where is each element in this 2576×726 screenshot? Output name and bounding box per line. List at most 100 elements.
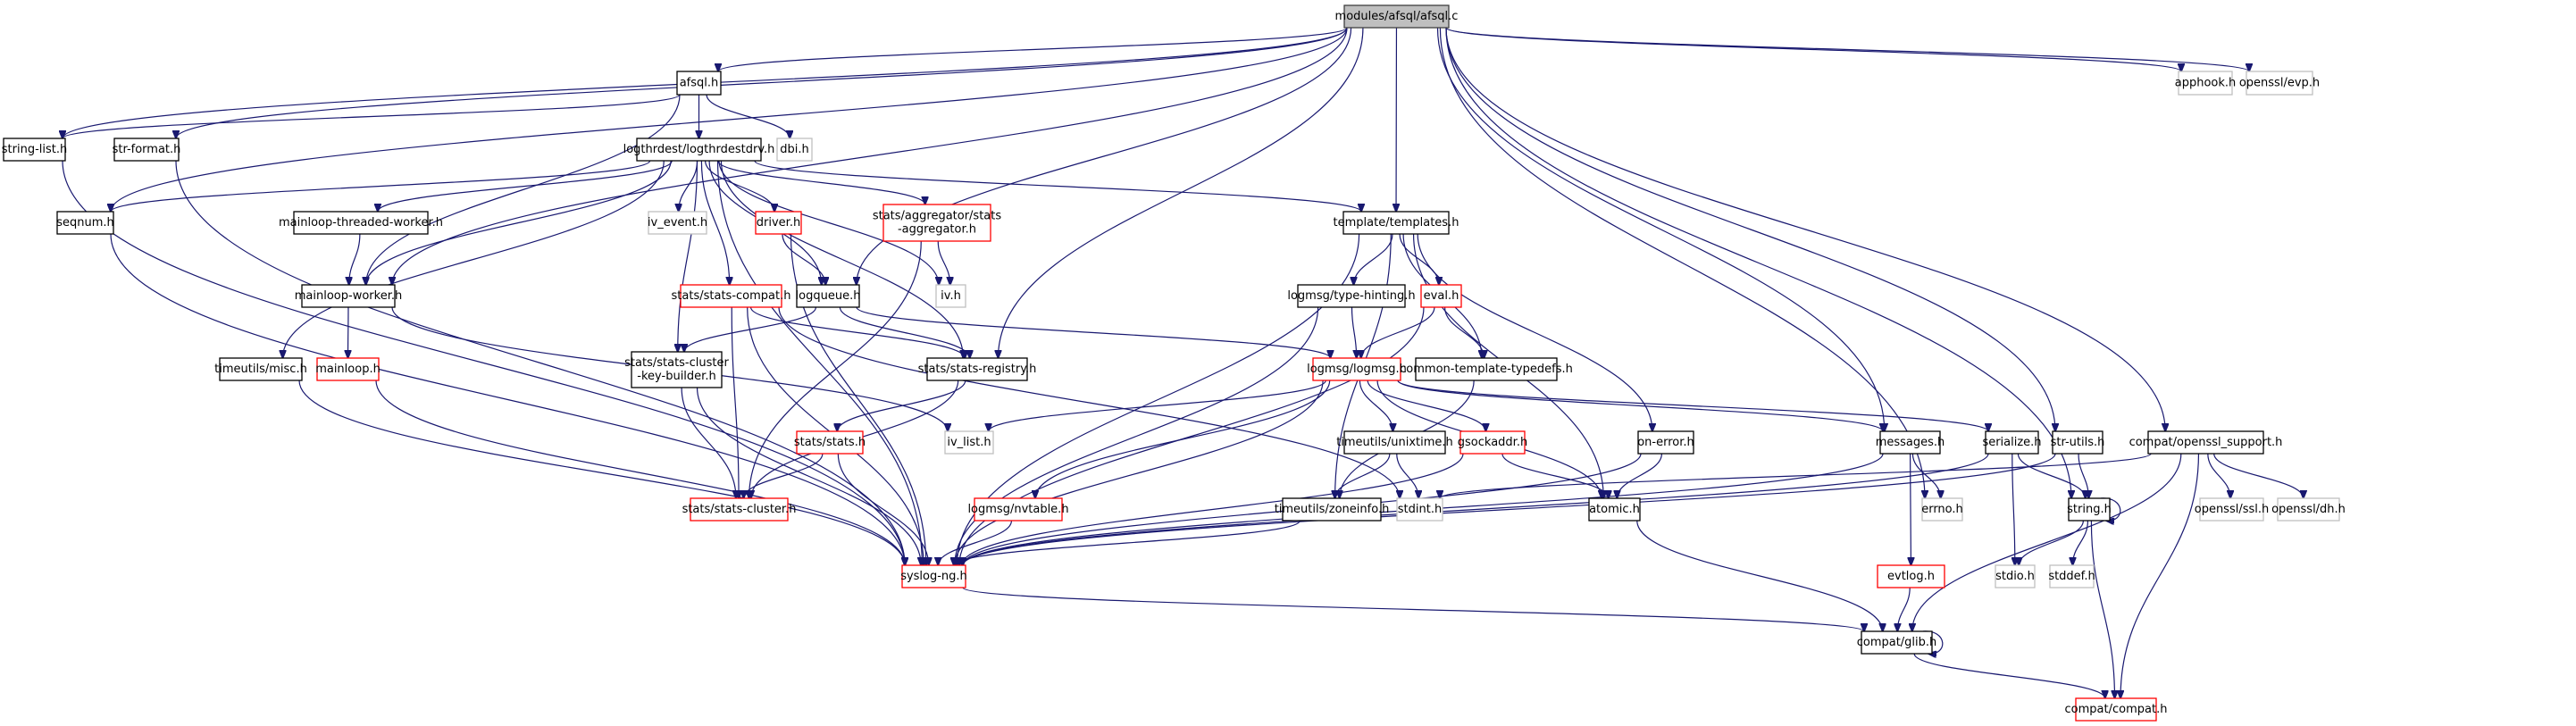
node-string-h[interactable]: string.h [2067, 497, 2112, 522]
node-unixtime-h[interactable]: timeutils/unixtime.h [1336, 430, 1453, 455]
node-label: compat/glib.h [1857, 636, 1937, 649]
edge-str_utils_h-to-string_h [2078, 453, 2088, 498]
node-compat-h[interactable]: compat/compat.h [2065, 697, 2168, 722]
node-openssl-evp-h[interactable]: openssl/evp.h [2239, 71, 2320, 96]
edge-driver_h-to-logqueue_h [782, 233, 825, 285]
node-afsql-h[interactable]: afsql.h [676, 71, 722, 96]
node-glib-h[interactable]: compat/glib.h [1857, 630, 1937, 655]
edge-logthrdestdrv_h-to-syslog_ng_h [716, 160, 923, 565]
node-box [219, 357, 303, 381]
edge-zoneinfo_h-to-syslog_ng_h [954, 520, 1301, 565]
node-string-list-h[interactable]: string-list.h [2, 138, 67, 162]
node-stdint-h[interactable]: stdint.h [1396, 497, 1443, 522]
node-gsockaddr-h[interactable]: gsockaddr.h [1458, 430, 1527, 455]
node-box [1995, 564, 2036, 588]
edge-afsql_h-to-string_list_h [63, 94, 681, 138]
node-box [2075, 697, 2157, 722]
edge-stats_h-to-syslog_ng_h [837, 453, 928, 565]
node-box [796, 284, 860, 308]
edge-mainloop_h-to-syslog_ng_h [375, 380, 905, 565]
edge-afsql_c-to-str_utils_h [1445, 27, 2055, 431]
node-stats-h[interactable]: stats/stats.h [794, 430, 866, 455]
node-stddef-h[interactable]: stddef.h [2048, 564, 2095, 588]
node-apphook-h[interactable]: apphook.h [2175, 71, 2237, 96]
node-stats-cluster-h[interactable]: stats/stats-cluster.h [682, 497, 797, 522]
node-box [2178, 71, 2233, 96]
edge-string_h-to-compat_h [2090, 520, 2114, 698]
node-openssl-support-h[interactable]: compat/openssl_support.h [2129, 430, 2283, 455]
node-driver-h[interactable]: driver.h [755, 211, 802, 235]
node-syslog-ng-h[interactable]: syslog-ng.h [900, 564, 967, 588]
edge-timeutils_misc_h-to-syslog_ng_h [298, 380, 905, 565]
node-type-hinting-h[interactable]: logmsg/type-hinting.h [1287, 284, 1416, 308]
edge-afsql_c-to-mainloop_worker_h [392, 27, 1348, 285]
edge-stats_compat_h-to-stats_cluster_h [731, 306, 739, 498]
edge-atomic_h-to-glib_h [1636, 520, 1883, 631]
node-templates-h[interactable]: template/templates.h [1334, 211, 1459, 235]
node-label: apphook.h [2175, 77, 2237, 90]
node-common-template-typedefs-h[interactable]: common-template-typedefs.h [1400, 357, 1573, 381]
node-iv-h[interactable]: iv.h [935, 284, 966, 308]
node-logthrdestdrv-h[interactable]: logthrdest/logthrdestdrv.h [623, 138, 775, 162]
node-stats-compat-h[interactable]: stats/stats-compat.h [672, 284, 791, 308]
node-afsql-c[interactable]: modules/afsql/afsql.c [1335, 4, 1459, 29]
node-box [1342, 211, 1450, 235]
edge-stats_compat_h-to-stats_registry_h [749, 306, 966, 358]
node-atomic-h[interactable]: atomic.h [1588, 497, 1641, 522]
node-messages-h[interactable]: messages.h [1876, 430, 1945, 455]
node-iv-event-h[interactable]: iv_event.h [648, 211, 707, 235]
node-box [636, 138, 762, 162]
node-str-format-h[interactable]: str-format.h [113, 138, 181, 162]
node-logmsg-h[interactable]: logmsg/logmsg.h [1307, 357, 1407, 381]
node-label: logqueue.h [796, 289, 861, 303]
node-box [1297, 284, 1406, 308]
edge-logthrdestdrv_h-to-stats_cluster_key_builder_h [678, 160, 698, 352]
node-openssl-dh-h[interactable]: openssl/dh.h [2271, 497, 2346, 522]
node-openssl-ssl-h[interactable]: openssl/ssl.h [2195, 497, 2270, 522]
edge-stats_aggregator_h-to-iv_h [937, 240, 949, 285]
edge-logqueue_h-to-stats_registry_h [839, 306, 969, 358]
node-label: atomic.h [1589, 503, 1640, 516]
node-box [3, 138, 66, 162]
node-stats-cluster-key-builder-h[interactable]: stats/stats-cluster-key-builder.h [624, 351, 729, 388]
edge-afsql_c-to-stats_registry_h [998, 27, 1364, 358]
node-errno-h[interactable]: errno.h [1921, 497, 1963, 522]
node-box [113, 138, 180, 162]
edge-afsql_c-to-str_format_h [176, 27, 1348, 138]
node-stats-aggregator-h[interactable]: stats/aggregator/stats-aggregator.h [873, 204, 1002, 242]
node-label: evtlog.h [1887, 570, 1935, 583]
edge-serialize_h-to-string_h [2017, 453, 2085, 498]
node-zoneinfo-h[interactable]: timeutils/zoneinfo.h [1275, 497, 1390, 522]
node-seqnum-h[interactable]: seqnum.h [56, 211, 114, 235]
node-iv-list-h[interactable]: iv_list.h [944, 430, 994, 455]
node-label: stddef.h [2048, 570, 2095, 583]
node-mainloop-h[interactable]: mainloop.h [315, 357, 381, 381]
node-serialize-h[interactable]: serialize.h [1982, 430, 2042, 455]
edge-string_h-to-stddef_h [2072, 520, 2089, 565]
node-box [1637, 430, 1694, 455]
node-dbi-h[interactable]: dbi.h [776, 138, 813, 162]
edge-glib_h-to-compat_h [1913, 653, 2105, 698]
node-eval-h[interactable]: eval.h [1420, 284, 1462, 308]
node-evtlog-h[interactable]: evtlog.h [1877, 564, 1945, 588]
node-box [1396, 497, 1443, 522]
node-mainloop-worker-h[interactable]: mainloop-worker.h [295, 284, 402, 308]
node-timeutils-misc-h[interactable]: timeutils/misc.h [214, 357, 307, 381]
node-nvtable-h[interactable]: logmsg/nvtable.h [967, 497, 1069, 522]
edge-afsql_c-to-openssl_support_h [1445, 27, 2165, 431]
node-mainloop-threaded-worker-h[interactable]: mainloop-threaded-worker.h [279, 211, 443, 235]
node-label: eval.h [1424, 289, 1459, 303]
node-on-error-h[interactable]: on-error.h [1637, 430, 1694, 455]
node-str-utils-h[interactable]: str-utils.h [2051, 430, 2105, 455]
edge-afsql_c-to-seqnum_h [111, 27, 1348, 212]
node-box [2277, 497, 2340, 522]
node-label: mainloop-worker.h [295, 289, 402, 303]
node-stdio-h[interactable]: stdio.h [1995, 564, 2036, 588]
node-label: -key-builder.h [637, 370, 715, 383]
node-stats-registry-h[interactable]: stats/stats-registry.h [918, 357, 1037, 381]
node-box [1877, 564, 1945, 588]
node-box [2147, 430, 2264, 455]
edge-logmsg_h-to-serialize_h [1397, 380, 1988, 431]
node-logqueue-h[interactable]: logqueue.h [796, 284, 861, 308]
edge-stats_compat_h-to-stdint_h [778, 306, 1400, 498]
